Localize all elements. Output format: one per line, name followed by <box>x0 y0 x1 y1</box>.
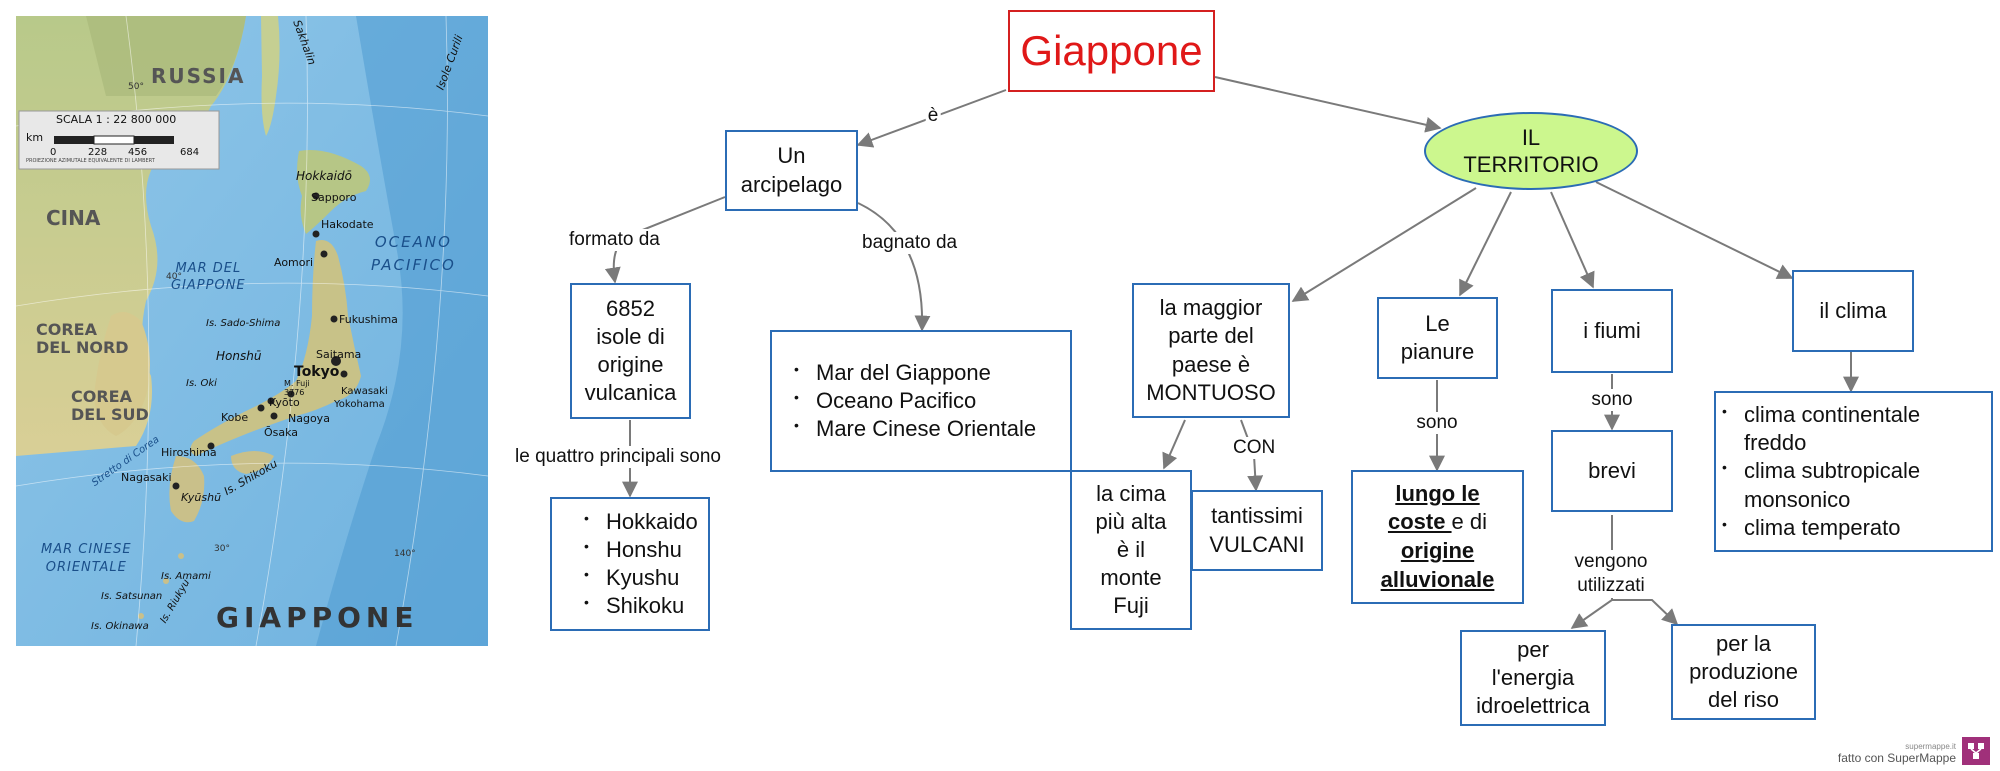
map-scale-tick-2: 456 <box>128 147 148 158</box>
montuoso-node[interactable]: la maggior parte del paese è MONTUOSO <box>1132 283 1290 418</box>
map-label-sapporo: Sapporo <box>311 191 357 204</box>
pianure-node[interactable]: Le pianure <box>1377 297 1498 379</box>
map-label-mar-giappone: MAR DEL GIAPPONE <box>171 261 246 293</box>
principali-item: Kyushu <box>584 564 698 592</box>
map-label-mar-cinese: MAR CINESE ORIENTALE <box>41 542 132 576</box>
territorio-node[interactable]: IL TERRITORIO <box>1424 112 1638 190</box>
map-label-fuji: M. Fuji 3776 <box>284 379 310 397</box>
clima-item: clima continentale freddo <box>1722 401 1983 457</box>
map-label-corea-sud: COREA DEL SUD <box>71 387 149 424</box>
map-label-aomori: Aomori <box>274 256 314 269</box>
map-label-sado: Is. Sado-Shima <box>206 318 281 329</box>
map-label-lat30: 30° <box>214 544 230 554</box>
edge-territorio-pianure <box>1459 191 1512 297</box>
map-label-tokyo: Tokyo <box>294 364 340 380</box>
fuji-node[interactable]: la cima più alta è il monte Fuji <box>1070 470 1192 630</box>
map-scale-title: SCALA 1 : 22 800 000 <box>56 113 177 126</box>
map-label-lat40: 40° <box>166 272 182 282</box>
edge-arcipelago-mari <box>857 202 931 332</box>
pianure-desc-node[interactable]: lungo le coste e di origine alluvionale <box>1351 470 1524 604</box>
isole-node[interactable]: 6852 isole di origine vulcanica <box>570 283 691 419</box>
map-label-hokkaido: Hokkaidō <box>296 169 352 183</box>
pianure-desc-part: alluvionale <box>1380 566 1495 592</box>
edge-territorio-clima <box>1595 181 1794 279</box>
map-label-nagoya: Nagoya <box>288 412 330 425</box>
map-title: GIAPPONE <box>216 601 419 634</box>
mari-item: Oceano Pacifico <box>794 387 1036 415</box>
map-label-hiroshima: Hiroshima <box>161 446 217 459</box>
idro-node[interactable]: per l'energia idroelettrica <box>1460 630 1606 726</box>
link-label-bagnato-da: bagnato da <box>860 232 960 254</box>
arcipelago-node[interactable]: Un arcipelago <box>725 130 858 211</box>
edge-montuoso-fuji <box>1162 419 1186 470</box>
map-label-yokohama: Yokohama <box>334 399 385 410</box>
pianure-desc-part: coste <box>1387 509 1452 535</box>
map-label-honshu: Honshū <box>216 349 262 363</box>
map-scale-unit: km <box>26 131 44 144</box>
fiumi-node[interactable]: i fiumi <box>1551 289 1673 373</box>
clima-node[interactable]: il clima <box>1792 270 1914 352</box>
mari-item: Mare Cinese Orientale <box>794 415 1036 443</box>
map-label-kyushu: Kyūshū <box>181 491 222 504</box>
japan-map: SCALA 1 : 22 800 000 km 0 228 456 684 PR… <box>16 16 488 646</box>
map-scale-tick-1: 228 <box>88 147 108 158</box>
supermappe-logo-icon <box>1962 737 1990 765</box>
clima-list-node[interactable]: clima continentale freddo clima subtropi… <box>1714 391 1993 552</box>
clima-item: clima temperato <box>1722 514 1983 542</box>
map-label-osaka: Ōsaka <box>264 426 299 439</box>
map-label-kyoto: Kyōto <box>269 396 300 409</box>
map-label-fukushima: Fukushima <box>339 313 398 326</box>
edge-brevi-riso <box>1612 599 1679 626</box>
pianure-desc-part: lungo le <box>1395 480 1480 506</box>
map-label-oki: Is. Oki <box>186 378 217 389</box>
mari-item: Mar del Giappone <box>794 359 1036 387</box>
map-label-okinawa: Is. Okinawa <box>91 621 149 632</box>
title-node[interactable]: Giappone <box>1008 10 1215 92</box>
map-label-nagasaki: Nagasaki <box>121 471 172 484</box>
principali-item: Honshu <box>584 536 698 564</box>
edge-territorio-montuoso <box>1291 187 1477 302</box>
vulcani-node[interactable]: tantissimi VULCANI <box>1191 490 1323 571</box>
map-label-cina: CINA <box>46 206 101 230</box>
principali-list-node[interactable]: Hokkaido Honshu Kyushu Shikoku <box>550 497 710 631</box>
map-label-russia: RUSSIA <box>151 64 246 88</box>
link-label-formato-da: formato da <box>567 229 662 251</box>
link-label-sono-pianure: sono <box>1414 412 1460 434</box>
map-scale-tick-0: 0 <box>50 147 57 158</box>
clima-item: clima subtropicale monsonico <box>1722 457 1983 513</box>
map-label-hakodate: Hakodate <box>321 218 374 231</box>
map-label-amami: Is. Amami <box>161 571 211 582</box>
link-label-e: è <box>925 105 941 127</box>
map-label-saitama: Saitama <box>316 348 362 361</box>
map-label-kawasaki: Kawasaki <box>341 386 388 397</box>
edge-title-territorio <box>1214 76 1442 133</box>
map-scale-tick-3: 684 <box>180 147 200 158</box>
link-label-quattro: le quattro principali sono <box>513 446 723 468</box>
link-label-sono-fiumi: sono <box>1589 389 1635 411</box>
pianure-desc-part: e di <box>1451 509 1488 535</box>
map-label-oceano: OCEANO PACIFICO <box>371 233 456 274</box>
map-label-corea-nord: COREA DEL NORD <box>36 320 129 357</box>
map-label-satsunan: Is. Satsunan <box>101 591 163 602</box>
map-label-kobe: Kobe <box>221 411 249 424</box>
map-label-lon140: 140° <box>394 549 416 559</box>
link-label-con: CON <box>1231 437 1278 459</box>
brevi-node[interactable]: brevi <box>1551 430 1673 512</box>
edge-territorio-fiumi <box>1550 191 1595 289</box>
map-label-lat50: 50° <box>128 82 144 92</box>
footer-text: fatto con SuperMappe <box>1837 751 1956 765</box>
footer-credit: supermappe.it fatto con SuperMappe <box>1838 737 1990 765</box>
link-label-vengono: vengono utilizzati <box>1572 550 1650 598</box>
pianure-desc-part: origine <box>1400 538 1475 563</box>
principali-item: Hokkaido <box>584 508 698 536</box>
principali-item: Shikoku <box>584 592 698 620</box>
riso-node[interactable]: per la produzione del riso <box>1671 624 1816 720</box>
footer-small: supermappe.it <box>1905 742 1956 751</box>
mari-list-node[interactable]: Mar del Giappone Oceano Pacifico Mare Ci… <box>770 330 1072 472</box>
map-scale-note: PROIEZIONE AZIMUTALE EQUIVALENTE DI LAMB… <box>26 158 155 164</box>
map-graphic <box>16 16 488 646</box>
